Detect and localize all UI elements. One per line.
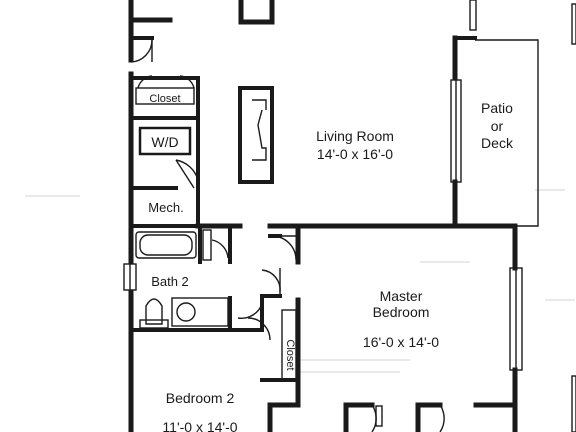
master-bedroom-label-1: Master xyxy=(380,288,423,304)
walls xyxy=(128,0,518,432)
fireplace xyxy=(238,86,274,184)
scan-ghost-marks xyxy=(25,189,575,373)
patio-label-1: Patio xyxy=(481,100,513,116)
washer-dryer: W/D xyxy=(138,126,199,189)
closet-vertical: Closet xyxy=(281,309,297,381)
vanity-sink xyxy=(171,297,229,327)
master-bedroom-label-2: Bedroom xyxy=(373,304,430,320)
closet-upper: Closet xyxy=(135,75,195,105)
closet-upper-label: Closet xyxy=(149,93,180,105)
bedroom-2-size: 11'-0 x 14'-0 xyxy=(162,419,237,432)
mechanical-label: Mech. xyxy=(148,200,183,215)
patio-label-2: or xyxy=(491,118,504,134)
closet-vertical-label: Closet xyxy=(284,339,296,370)
bathtub xyxy=(135,231,197,259)
master-bedroom-size: 16'-0 x 14'-0 xyxy=(363,334,439,350)
patio-outline xyxy=(455,39,539,227)
bedroom-2-name: Bedroom 2 xyxy=(166,390,235,406)
bottom-doors xyxy=(371,404,445,432)
bath-door xyxy=(202,229,229,261)
windows xyxy=(123,0,576,432)
bath-2-label: Bath 2 xyxy=(151,274,189,289)
toilet xyxy=(139,298,169,329)
washer-dryer-label: W/D xyxy=(151,134,178,150)
living-room-name: Living Room xyxy=(316,128,394,144)
living-room-size: 14'-0 x 16'-0 xyxy=(317,146,393,162)
hall-doors xyxy=(237,235,297,341)
entry-door xyxy=(130,39,153,63)
patio-label-3: Deck xyxy=(481,135,514,151)
